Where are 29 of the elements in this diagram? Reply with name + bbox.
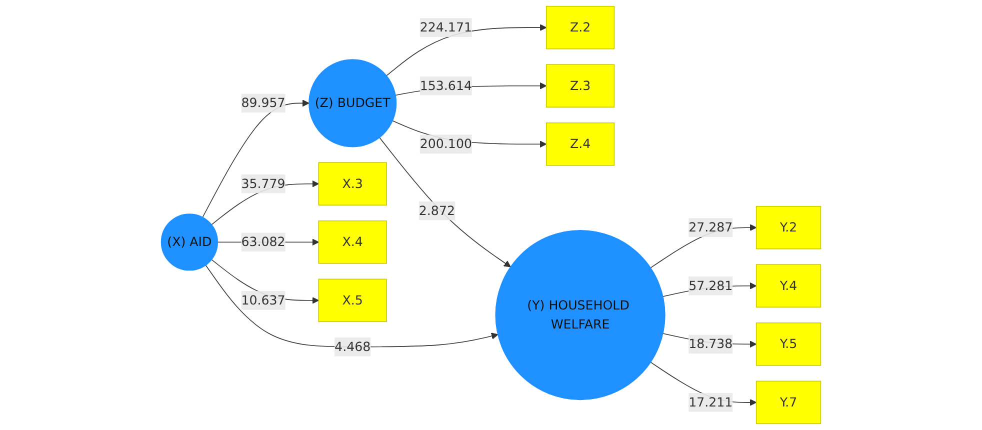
node-circle: (Y) HOUSEHOLD WELFARE — [495, 230, 666, 400]
edge-label: 27.287 — [688, 220, 733, 235]
edge-label: 63.082 — [241, 234, 286, 250]
node-box: Y.5 — [756, 322, 822, 366]
node-box: Z.3 — [546, 64, 615, 108]
node-box: Z.4 — [546, 122, 615, 166]
edge-label: 10.637 — [241, 292, 286, 308]
edge-label: 17.211 — [688, 394, 733, 410]
node-box: Y.7 — [756, 380, 822, 424]
edge-label: 4.468 — [334, 338, 371, 354]
node-box: X.3 — [318, 162, 387, 206]
edge-label: 89.957 — [241, 95, 286, 110]
arrow — [205, 264, 498, 348]
node-circle: (X) AID — [160, 214, 218, 271]
edge-label: 224.171 — [420, 20, 472, 35]
edge-label: 35.779 — [241, 176, 286, 191]
edge-label: 2.872 — [418, 202, 455, 218]
edge-label: 153.614 — [420, 78, 472, 93]
node-box: Z.2 — [546, 6, 615, 50]
edge-label: 200.100 — [420, 136, 472, 152]
node-box: Y.2 — [756, 206, 822, 250]
edge-label: 57.281 — [688, 278, 733, 293]
node-box: Y.4 — [756, 264, 822, 308]
arrow — [379, 137, 511, 268]
edge-label: 18.738 — [688, 336, 733, 352]
node-box: X.4 — [318, 220, 387, 264]
node-circle: (Z) BUDGET — [308, 59, 397, 148]
node-box: X.5 — [318, 278, 387, 322]
arrow — [202, 100, 310, 218]
